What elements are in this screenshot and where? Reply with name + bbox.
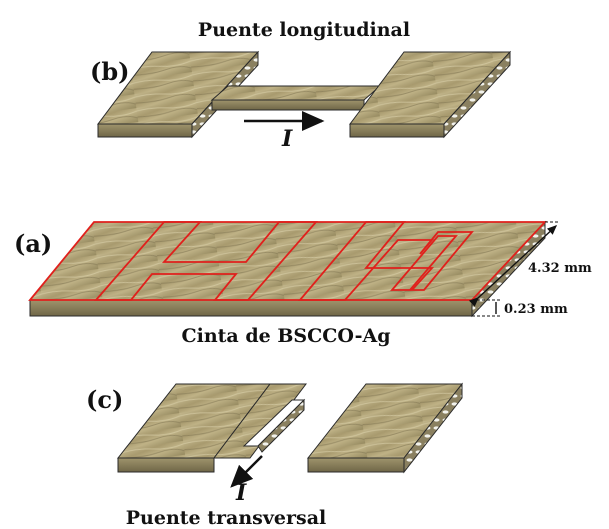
panel-label-b: (b) <box>90 57 130 86</box>
thickness-dimension: 0.23 mm <box>472 299 568 317</box>
bridge-longitudinal: Puente longitudinal (b) I <box>90 19 512 152</box>
right-pad-front <box>349 123 445 138</box>
title-transversal: Puente transversal <box>126 507 326 529</box>
transverse-neck-side <box>257 398 305 453</box>
right-pad-front-c <box>307 457 405 473</box>
transverse-neck-top <box>212 383 308 459</box>
width-label: 4.32 mm <box>528 261 592 276</box>
current-label-b: I <box>281 126 293 152</box>
h-bridge-outline <box>94 221 318 301</box>
current-arrow-transversal <box>230 455 263 488</box>
right-pad-side-c <box>403 382 463 474</box>
panel-label-c: (c) <box>86 385 123 414</box>
right-pad-side <box>443 50 511 139</box>
u-bridge-outline <box>298 221 474 301</box>
u-bridge-inner <box>390 235 458 291</box>
caption-tape: Cinta de BSCCO-Ag <box>181 325 390 347</box>
bridge-transversal: (c) I Puente transversal <box>86 382 464 529</box>
longitudinal-strip-top <box>210 85 382 101</box>
width-dimension: 4.32 mm <box>468 221 592 307</box>
longitudinal-strip-front <box>211 99 365 111</box>
left-pad-front <box>97 123 193 138</box>
panel-label-a: (a) <box>14 229 52 258</box>
title-longitudinal: Puente longitudinal <box>198 19 410 41</box>
thickness-label: 0.23 mm <box>504 302 568 317</box>
tape-bscco: (a) 4.32 mm 0.23 mm Cinta de BSCCO-Ag <box>14 220 592 347</box>
tape-front-face <box>29 299 473 317</box>
left-pad-front-c <box>117 457 215 473</box>
current-label-c: I <box>235 480 247 506</box>
